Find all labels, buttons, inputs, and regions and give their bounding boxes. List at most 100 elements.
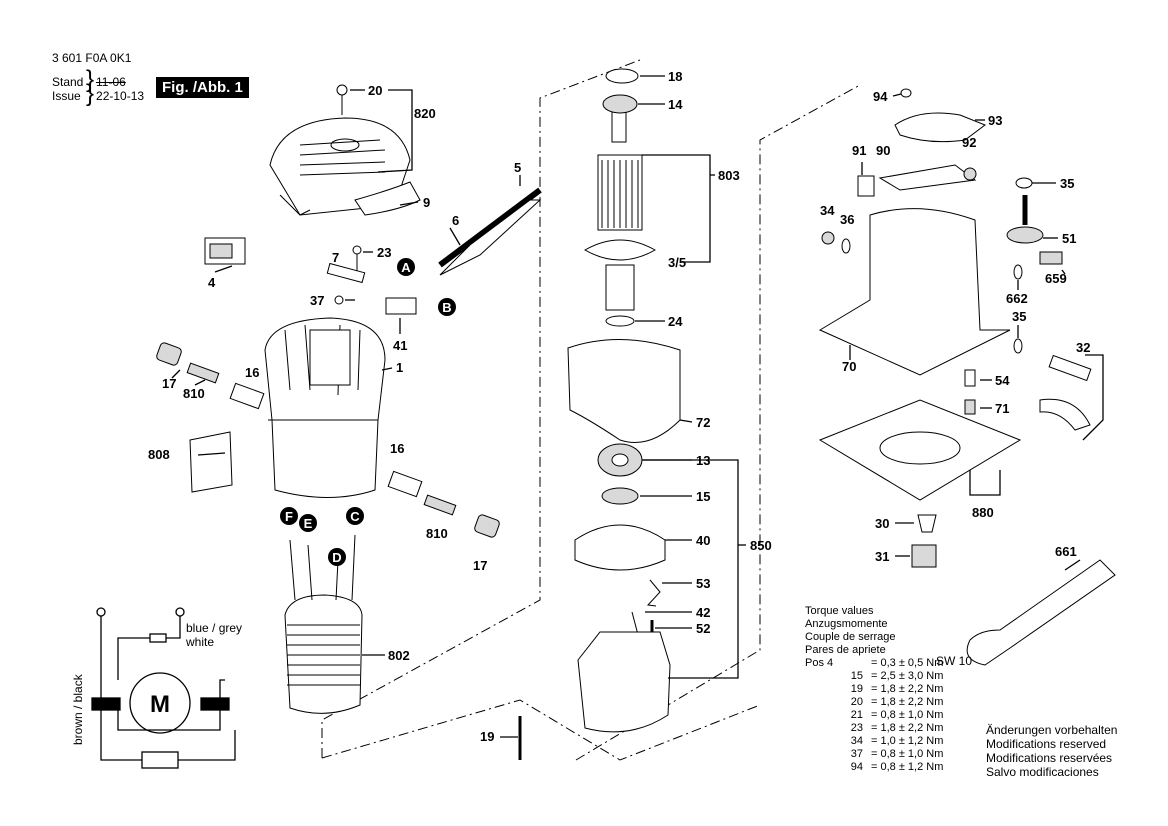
label-34: 34 [820, 203, 835, 218]
brush-810-right [423, 494, 457, 516]
collet-30 [917, 514, 937, 533]
figure-label: Fig. /Abb. 1 [156, 77, 249, 98]
label-31: 31 [875, 549, 889, 564]
label-17-right: 17 [473, 558, 487, 573]
nut-34 [821, 231, 835, 245]
torque-row: 19= 1,8 ± 2,2 Nm [850, 683, 944, 695]
bearing-14 [602, 94, 638, 114]
label-803: 803 [718, 168, 740, 183]
torque-row: 23= 1,8 ± 2,2 Nm [850, 722, 944, 734]
label-1: 1 [396, 360, 403, 375]
torque-row: 37= 0,8 ± 1,0 Nm [850, 748, 944, 760]
label-72: 72 [696, 415, 710, 430]
lever-32 [1039, 398, 1091, 431]
screw-71 [964, 399, 976, 415]
wire-label-white: white [185, 635, 214, 649]
label-810-right: 810 [426, 526, 448, 541]
bearing-15 [601, 487, 639, 505]
leader-lines [171, 75, 1104, 738]
label-15: 15 [696, 489, 710, 504]
lever-91 [857, 175, 875, 197]
dashed-outline-center [321, 59, 641, 758]
new-date: 22-10-13 [96, 88, 145, 103]
stand-label: Stand [52, 74, 84, 89]
wiring-diagram [91, 607, 236, 769]
torque-heading-fr: Couple de serrage [805, 631, 896, 643]
label-14: 14 [668, 97, 683, 112]
label-661: 661 [1055, 544, 1077, 559]
torque-row: 15= 2,5 ± 3,0 Nm [850, 670, 944, 682]
label-35-mid: 35 [1012, 309, 1026, 324]
connector-F: F [285, 509, 293, 524]
label-16-right: 16 [390, 441, 404, 456]
brush-cap-17-left [156, 342, 182, 366]
label-808: 808 [148, 447, 170, 462]
connector-D: D [332, 550, 341, 565]
label-41: 41 [393, 338, 407, 353]
label-36: 36 [840, 212, 854, 227]
wire-label-brown-black: brown / black [71, 673, 85, 745]
connector-A: A [401, 260, 411, 275]
connector-badges: A B C D E F [280, 258, 456, 566]
screw-20 [336, 84, 348, 115]
knob-92 [963, 167, 977, 181]
base-70 [818, 208, 1011, 376]
label-662: 662 [1006, 291, 1028, 306]
strip-9 [354, 181, 421, 216]
washer-662 [1013, 264, 1023, 280]
torque-row: Pos 4= 0,3 ± 0,5 Nm [805, 657, 944, 669]
mod-de: Änderungen vorbehalten [986, 723, 1118, 737]
wrench-661 [966, 559, 1116, 666]
label-18: 18 [668, 69, 682, 84]
label-52: 52 [696, 621, 710, 636]
label-24: 24 [668, 314, 683, 329]
cable-sleeve-6 [439, 199, 542, 276]
screw-37 [334, 295, 344, 305]
label-19: 19 [480, 729, 494, 744]
terminal-41 [385, 297, 417, 315]
label-93: 93 [988, 113, 1002, 128]
motor-symbol: M [150, 691, 170, 718]
washer-35-top [1015, 177, 1033, 189]
armature-803 [583, 111, 657, 311]
issue-label: Issue [52, 88, 81, 103]
washer-36 [841, 238, 851, 254]
torque-row: 34= 1,0 ± 1,2 Nm [850, 735, 944, 747]
washer-35-mid [1013, 338, 1023, 354]
label-32: 32 [1076, 340, 1090, 355]
label-880: 880 [972, 505, 994, 520]
nut-31 [911, 544, 937, 568]
mod-en: Modifications reserved [986, 737, 1107, 751]
label-850: 850 [750, 538, 772, 553]
label-37: 37 [310, 293, 324, 308]
clamp-7 [326, 262, 366, 284]
torque-row: 21= 0,8 ± 1,0 Nm [850, 709, 944, 721]
label-808 [189, 431, 233, 493]
label-sw10: SW 10 [936, 654, 972, 668]
brush-cap-17-right [474, 514, 500, 538]
torque-heading-de: Anzugsmomente [805, 618, 888, 630]
torque-values-table: Torque values Anzugsmomente Couple de se… [805, 605, 943, 774]
label-820: 820 [414, 106, 436, 121]
label-91: 91 [852, 143, 866, 158]
modifications-notice: Änderungen vorbehalten Modifications res… [986, 723, 1117, 779]
screw-659 [1039, 251, 1063, 265]
brush-holder-16-left [229, 382, 265, 410]
torque-heading-es: Pares de apriete [805, 644, 886, 656]
label-90: 90 [876, 143, 890, 158]
fan-guide-72 [567, 338, 681, 443]
label-51: 51 [1062, 231, 1076, 246]
label-13: 13 [696, 453, 710, 468]
label-4: 4 [208, 275, 216, 290]
cable-5 [438, 187, 542, 268]
label-94: 94 [873, 89, 888, 104]
pin-32 [1048, 354, 1092, 382]
ring-24 [605, 315, 635, 327]
label-40: 40 [696, 533, 710, 548]
connector-E: E [304, 516, 313, 531]
label-810-left: 810 [183, 386, 205, 401]
connector-B: B [442, 300, 451, 315]
torque-heading-en: Torque values [805, 605, 874, 617]
torque-row: 94= 0,8 ± 1,2 Nm [850, 761, 944, 773]
label-16-left: 16 [245, 365, 259, 380]
